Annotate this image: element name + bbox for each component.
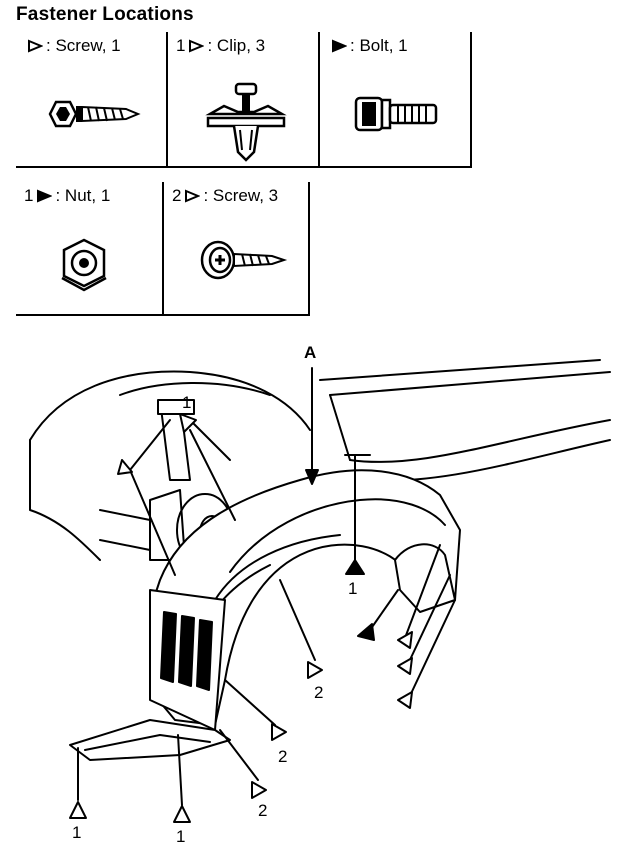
splash-shield [69, 719, 231, 761]
nut-callout-icon [345, 559, 365, 575]
screw-callout-icon [397, 657, 413, 675]
screw-callout-icon [307, 661, 323, 679]
screw-icon [48, 100, 141, 128]
view-a-label: A [304, 343, 316, 362]
legend-cell-screw: : Screw, 1 [16, 32, 168, 168]
legend-label: 1 : Nut, 1 [24, 186, 111, 205]
screw-callout-icon [117, 459, 133, 475]
clip-callout-icon [69, 801, 87, 819]
legend-label: 2 : Screw, 3 [172, 186, 279, 205]
page-title: Fastener Locations [16, 4, 194, 25]
screw-callout-icon [397, 691, 413, 709]
legend-cell-washer-screw: 2 : Screw, 3 [164, 182, 310, 316]
bottom-mid-label: 1 [176, 827, 185, 846]
screw-label-c: 2 [258, 801, 267, 820]
open-triangle-icon [28, 39, 43, 53]
open-triangle-icon [189, 39, 205, 53]
legend-label: : Bolt, 1 [328, 36, 408, 56]
bolt-callout-icon [357, 623, 375, 641]
fender-liner-diagram: A 1 1 2 2 2 1 1 [29, 343, 611, 846]
clip-icon [205, 82, 287, 162]
legend-label: 1 : Clip, 3 [176, 36, 266, 55]
wheel-arch-outline [29, 370, 311, 441]
legend-label: : Screw, 1 [24, 36, 121, 56]
bottom-left-label: 1 [72, 823, 81, 842]
bolt-icon [354, 96, 438, 132]
screw-callout-icon [271, 723, 287, 741]
washer-screw-icon [200, 240, 288, 280]
screw-label-b: 2 [278, 747, 287, 766]
body-panel-lines [319, 359, 611, 482]
screw-callout-icon [397, 631, 413, 649]
open-triangle-icon [185, 189, 201, 203]
clip-callout-icon [179, 413, 197, 433]
legend-cell-bolt: : Bolt, 1 [320, 32, 472, 168]
legend-cell-clip: 1 : Clip, 3 [168, 32, 320, 168]
clip-callout-icon [173, 805, 191, 823]
filled-triangle-icon [37, 189, 53, 203]
filled-triangle-icon [332, 39, 347, 53]
screw-callout-icon [251, 781, 267, 799]
nut-label: 1 [348, 579, 357, 598]
view-a-arrow-icon [305, 469, 319, 485]
nut-icon [61, 238, 107, 292]
legend-cell-nut: 1 : Nut, 1 [16, 182, 164, 316]
top-clip-label: 1 [182, 393, 191, 412]
vent-grille [160, 611, 213, 691]
screw-label-a: 2 [314, 683, 323, 702]
